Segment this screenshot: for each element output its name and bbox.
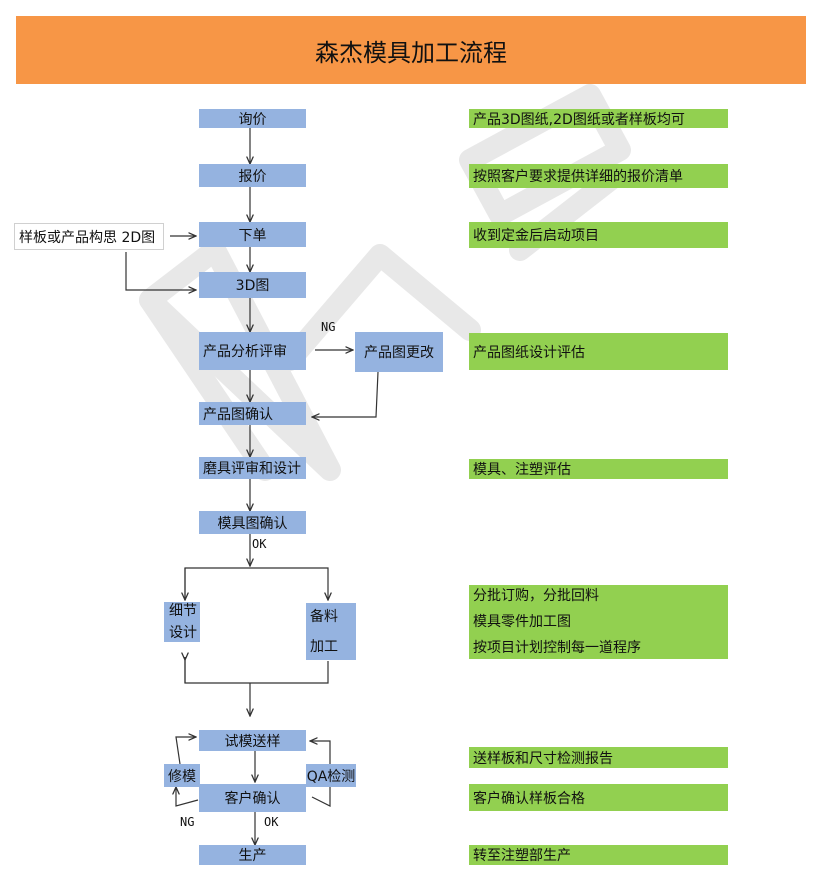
detail-line-2: 设计 <box>169 625 197 641</box>
step-qa-check: QA检测 <box>306 764 356 787</box>
step-production: 生产 <box>199 845 306 865</box>
step-detail-design: 细节 设计 <box>164 602 200 642</box>
note-quote: 按照客户要求提供详细的报价清单 <box>469 164 728 188</box>
step-order: 下单 <box>199 222 306 247</box>
detail-line-1: 细节 <box>169 603 197 619</box>
step-drawing-change: 产品图更改 <box>355 332 443 372</box>
page-title: 森杰模具加工流程 <box>315 38 507 67</box>
step-sample: 样板或产品构思 2D图 <box>14 223 164 250</box>
step-mold-repair: 修模 <box>164 764 200 787</box>
note-material-line-3: 按项目计划控制每一道程序 <box>473 640 641 656</box>
label-ng-customer: NG <box>180 815 195 829</box>
step-quote: 报价 <box>199 164 306 187</box>
step-customer-confirm: 客户确认 <box>199 784 306 812</box>
material-line-1: 备料 <box>310 608 338 625</box>
note-trial: 送样板和尺寸检测报告 <box>469 747 728 768</box>
step-product-analysis: 产品分析评审 <box>199 332 306 370</box>
step-inquiry: 询价 <box>199 109 306 128</box>
note-material-line-2: 模具零件加工图 <box>473 614 571 630</box>
note-analysis: 产品图纸设计评估 <box>469 333 728 370</box>
step-mold-confirm: 模具图确认 <box>199 511 306 534</box>
step-3d-drawing: 3D图 <box>199 272 306 298</box>
label-ng-change: NG <box>321 320 336 334</box>
note-material-line-1: 分批订购，分批回料 <box>473 588 599 604</box>
label-ok-customer: OK <box>264 815 279 829</box>
step-drawing-confirm: 产品图确认 <box>199 402 306 425</box>
note-customer: 客户确认样板合格 <box>469 784 728 811</box>
label-ok-mold: OK <box>252 537 267 551</box>
note-mold-review: 模具、注塑评估 <box>469 459 728 479</box>
step-trial-sample: 试模送样 <box>199 730 306 751</box>
material-line-2: 加工 <box>310 638 338 655</box>
note-inquiry: 产品3D图纸,2D图纸或者样板均可 <box>469 109 728 128</box>
note-production: 转至注塑部生产 <box>469 845 728 865</box>
step-mold-review: 磨具评审和设计 <box>199 457 306 479</box>
note-material: 分批订购，分批回料 模具零件加工图 按项目计划控制每一道程序 <box>469 585 728 659</box>
step-material-prep: 备料 加工 <box>306 603 356 660</box>
header-banner: 森杰模具加工流程 <box>16 16 806 84</box>
note-order: 收到定金后启动项目 <box>469 222 728 248</box>
